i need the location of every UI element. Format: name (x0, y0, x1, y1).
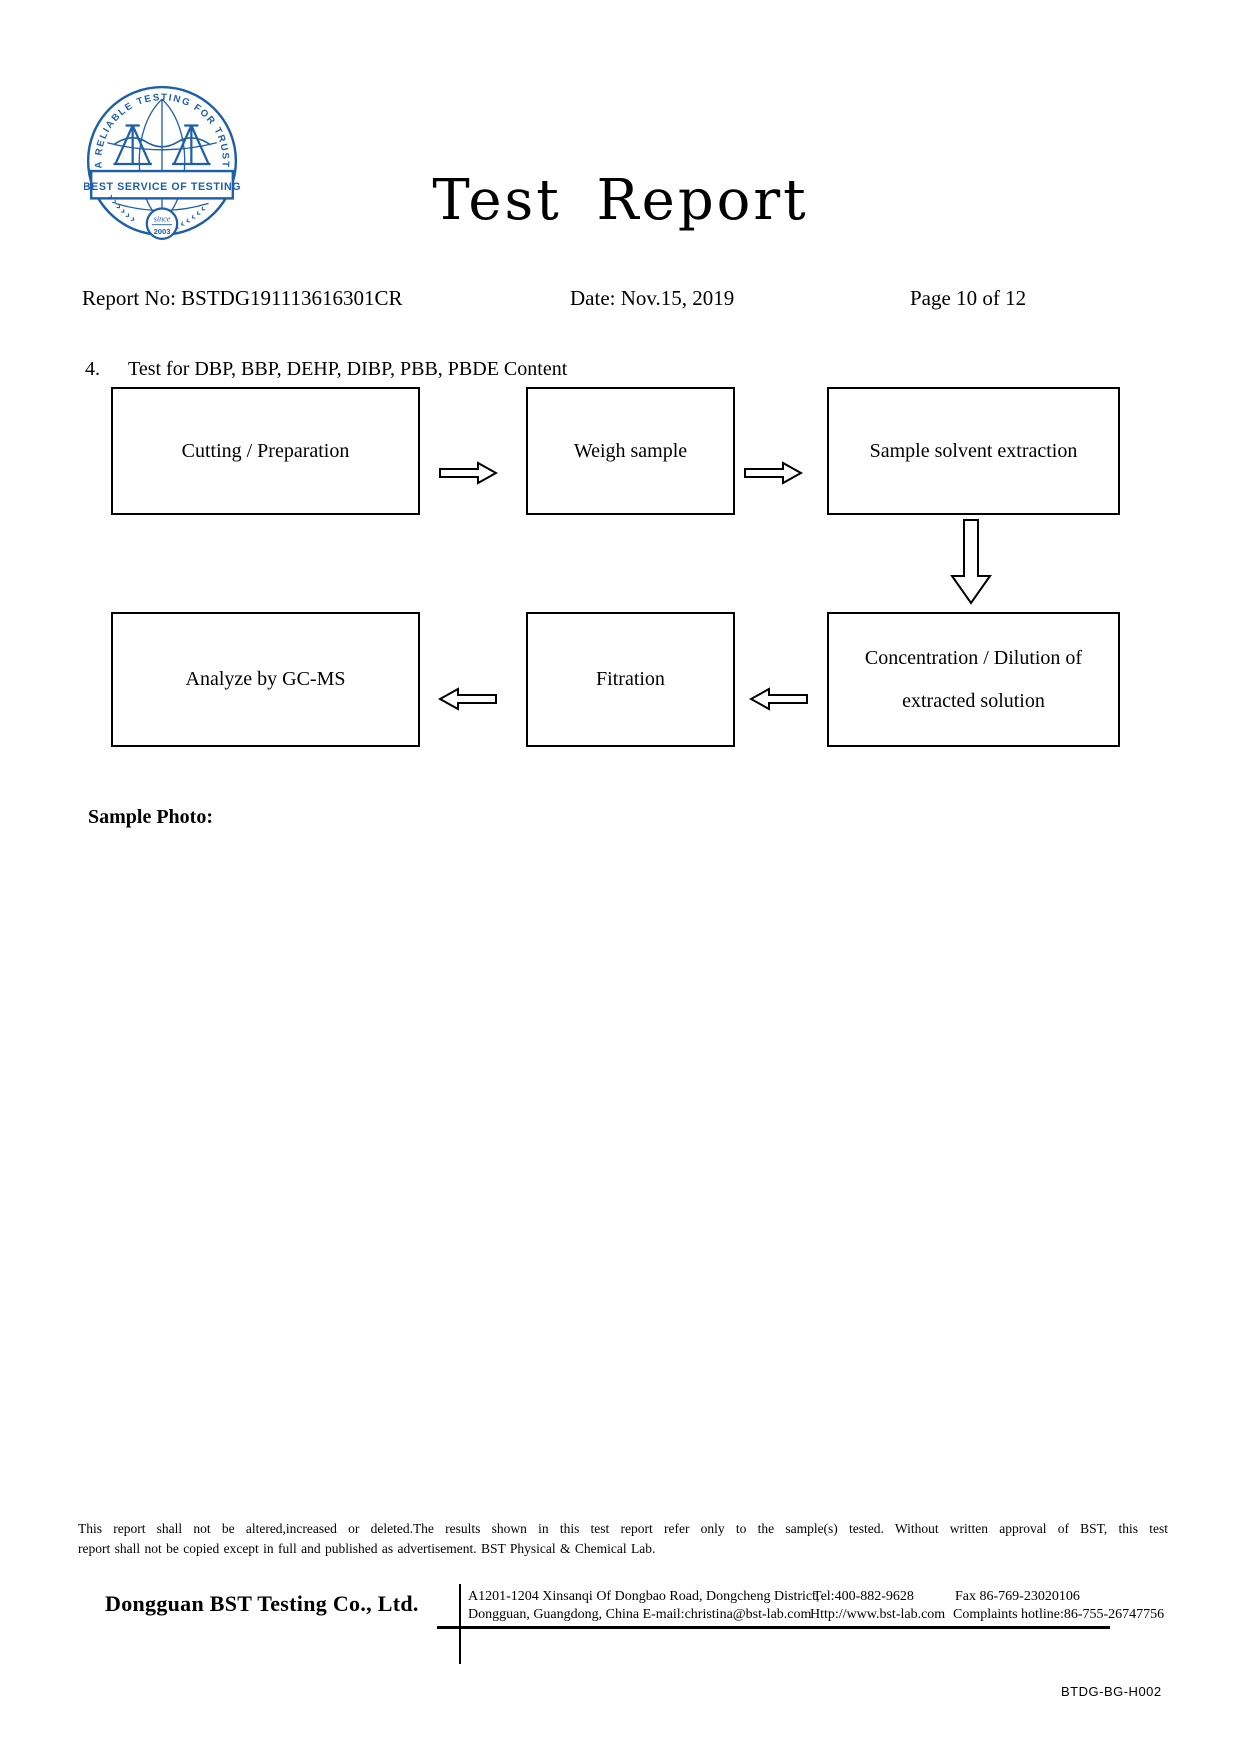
flow-box-label: Weigh sample (573, 439, 688, 462)
flow-box-weigh-sample: Weigh sample (526, 387, 735, 515)
footer-address-line2: Dongguan, Guangdong, China E-mail:christ… (468, 1607, 812, 1622)
footer-complaints-hotline: Complaints hotline:86-755-26747756 (953, 1607, 1165, 1622)
logo-since-year: 2003 (154, 227, 171, 236)
document-code: BTDG-BG-H002 (1061, 1684, 1162, 1699)
arrow-down-icon (945, 518, 997, 606)
page-title: Test Report (432, 168, 809, 233)
arrow-right-icon (743, 460, 804, 486)
flow-box-cutting-preparation: Cutting / Preparation (111, 387, 420, 515)
logo-beam-curve (112, 137, 212, 148)
flow-box-label: Fitration (596, 668, 665, 690)
flow-box-analyze-gcms: Analyze by GC-MS (111, 612, 420, 747)
footer-address-line1: A1201-1204 Xinsanqi Of Dongbao Road, Don… (468, 1589, 820, 1604)
logo-scale-right (172, 124, 211, 166)
report-date: Date: Nov.15, 2019 (570, 286, 735, 310)
flow-box-concentration-dilution: Concentration / Dilution of extracted so… (827, 612, 1120, 747)
flow-box-filtration: Fitration (526, 612, 735, 747)
flow-box-label: Cutting / Preparation (181, 439, 350, 462)
arrow-right-icon (438, 460, 499, 486)
sample-photo-label: Sample Photo: (88, 806, 213, 828)
arrow-left-icon (748, 686, 809, 712)
logo-since-medallion (145, 207, 179, 240)
section-heading: Test for DBP, BBP, DEHP, DIBP, PBB, PBDE… (128, 358, 568, 380)
logo-since-word: since (154, 215, 171, 224)
flow-box-label: Analyze by GC-MS (185, 668, 346, 690)
logo-banner (89, 169, 235, 200)
arrow-left-icon (437, 686, 498, 712)
footer-company-name: Dongguan BST Testing Co., Ltd. (105, 1591, 419, 1616)
footer-fax: Fax 86-769-23020106 (955, 1589, 1080, 1604)
disclaimer-line1: This report shall not be altered,increas… (78, 1521, 1168, 1536)
flow-box-label-line1: Concentration / Dilution of (864, 646, 1083, 669)
section-number: 4. (85, 358, 100, 380)
page-indicator: Page 10 of 12 (910, 286, 1027, 310)
disclaimer-line2: report shall not be copied except in ful… (78, 1541, 656, 1556)
footer-vertical-divider (459, 1584, 461, 1664)
logo-scale-left (113, 124, 152, 166)
bst-logo-icon: A RELIABLE TESTING FOR TRUST BEST SERVIC… (83, 85, 240, 240)
report-number: Report No: BSTDG191113616301CR (82, 286, 403, 310)
disclaimer: This report shall not be altered,increas… (78, 1519, 1168, 1559)
flow-box-solvent-extraction: Sample solvent extraction (827, 387, 1120, 515)
footer-tel: Tel:400-882-9628 (813, 1589, 914, 1604)
flow-box-label-line2: extracted solution (902, 689, 1045, 712)
footer-website: Http://www.bst-lab.com (810, 1607, 946, 1622)
logo-banner-text: BEST SERVICE OF TESTING (84, 181, 240, 193)
bst-logo: A RELIABLE TESTING FOR TRUST BEST SERVIC… (83, 82, 240, 252)
flow-box-label: Sample solvent extraction (869, 439, 1078, 462)
footer-horizontal-rule (437, 1626, 1110, 1629)
